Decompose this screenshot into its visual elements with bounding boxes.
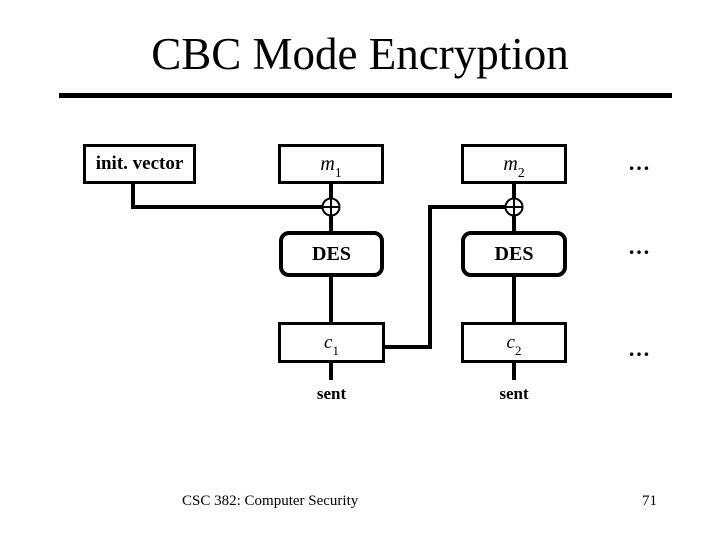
init-vector-box: init. vector [83, 144, 196, 184]
title-divider-rule [59, 93, 672, 98]
cipher-subscript: 1 [332, 342, 339, 358]
xor-icon [321, 197, 341, 217]
message-base: m [503, 152, 518, 175]
slide-title: CBC Mode Encryption [151, 29, 569, 79]
cipher-label: c2 [506, 331, 522, 357]
ellipsis-row-messages: … [628, 150, 652, 175]
message-subscript: 2 [517, 164, 525, 180]
ellipsis-row-des: … [628, 234, 652, 259]
des-box-1: DES [279, 231, 384, 277]
message-label: m2 [503, 152, 524, 180]
sent-label-1: sent [316, 384, 347, 403]
sent-label-2: sent [499, 384, 529, 403]
footer-course-label: CSC 382: Computer Security [182, 493, 359, 509]
cipher-box-c2: c2 [461, 322, 567, 363]
cipher-subscript: 2 [514, 342, 522, 358]
ellipsis-row-cipher: … [628, 336, 652, 361]
cipher-label: c1 [324, 331, 339, 357]
message-box-m1: m1 [278, 144, 384, 184]
message-base: m [320, 152, 335, 175]
cipher-base: c [506, 331, 515, 353]
message-box-m2: m2 [461, 144, 567, 184]
des-label: DES [494, 242, 534, 265]
des-label: DES [312, 242, 351, 265]
message-subscript: 1 [334, 164, 342, 180]
page-number: 71 [642, 493, 657, 509]
xor-icon [504, 197, 524, 217]
des-box-2: DES [461, 231, 567, 277]
init-vector-label: init. vector [95, 153, 184, 174]
cipher-box-c1: c1 [278, 322, 385, 363]
message-label: m1 [320, 152, 341, 180]
cipher-base: c [324, 331, 333, 353]
